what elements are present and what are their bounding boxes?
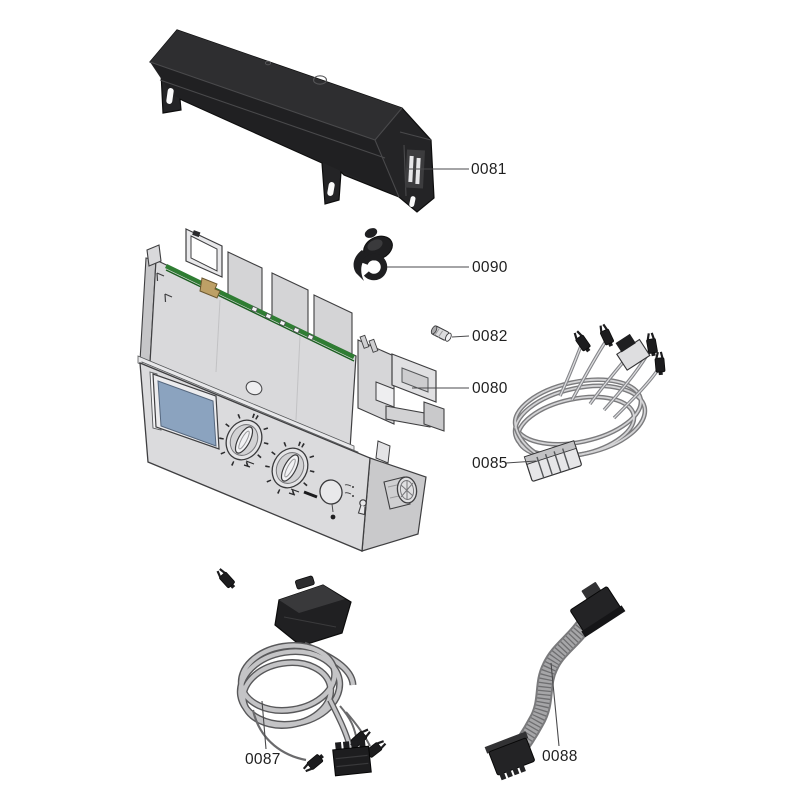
- ribbon-connector-top: [570, 582, 626, 638]
- main-connector: [274, 575, 352, 647]
- side-shaft-knob: [383, 476, 418, 510]
- display-window: [157, 380, 217, 447]
- leader-0085: [505, 460, 537, 464]
- harness-wires: [558, 340, 661, 420]
- knob-symbol: [288, 488, 300, 496]
- rotary-knob-left: [218, 412, 270, 468]
- connector-block: [332, 739, 372, 777]
- contact-clip: [199, 277, 221, 299]
- callout-0090: 0090: [472, 259, 508, 276]
- knob-tick-marks: [218, 412, 270, 468]
- leader-0082: [451, 335, 470, 338]
- leader-lines: [261, 168, 560, 750]
- ribbon-cable-part-0088: [484, 582, 626, 781]
- spade-terminal: [570, 328, 594, 355]
- spade-terminal: [301, 751, 327, 775]
- push-button: [319, 479, 354, 520]
- keyhole-cutout: [357, 499, 367, 516]
- callout-0085: 0085: [472, 455, 508, 472]
- callout-0081: 0081: [471, 161, 507, 178]
- callout-0087: 0087: [245, 751, 281, 768]
- control-module-part-0080: [137, 228, 445, 552]
- wiring-harness-part-0085: [512, 322, 667, 482]
- cover-round-hole: [312, 75, 328, 85]
- callout-0088: 0088: [542, 748, 578, 765]
- pcb-edge: [165, 263, 355, 360]
- leader-0088: [550, 662, 560, 747]
- multi-pin-connector: [523, 440, 582, 482]
- knob-symbol: [243, 460, 255, 468]
- spade-terminal: [653, 350, 667, 377]
- tab-slot: [166, 88, 174, 104]
- indicator-dot: [330, 514, 336, 520]
- cable-clip-part-0090: [353, 228, 393, 281]
- cable-assembly-part-0087: [213, 566, 389, 777]
- support-arm: [385, 405, 431, 428]
- spade-terminal: [596, 322, 617, 350]
- pcb-connectors: [250, 305, 315, 341]
- button-symbols: [344, 484, 352, 495]
- tab-slot: [327, 182, 335, 196]
- callout-0082: 0082: [472, 328, 508, 345]
- tab-slot: [409, 196, 416, 208]
- rotary-knob-right: [264, 440, 318, 499]
- leader-0087: [261, 700, 267, 750]
- callout-0080: 0080: [472, 380, 508, 397]
- wire-coil: [512, 377, 648, 460]
- panel-hole: [245, 380, 263, 396]
- spade-terminal: [213, 566, 239, 592]
- connector-block-small: [615, 333, 651, 371]
- knob-tick-marks: [264, 440, 316, 496]
- cable-coil: [236, 642, 344, 729]
- pin-part-0082: [430, 325, 452, 342]
- cover-small-hole: [264, 60, 272, 66]
- cover-part-0081: [149, 29, 435, 213]
- panel-mark: [303, 490, 318, 499]
- ribbon-connector-bottom: [484, 731, 535, 781]
